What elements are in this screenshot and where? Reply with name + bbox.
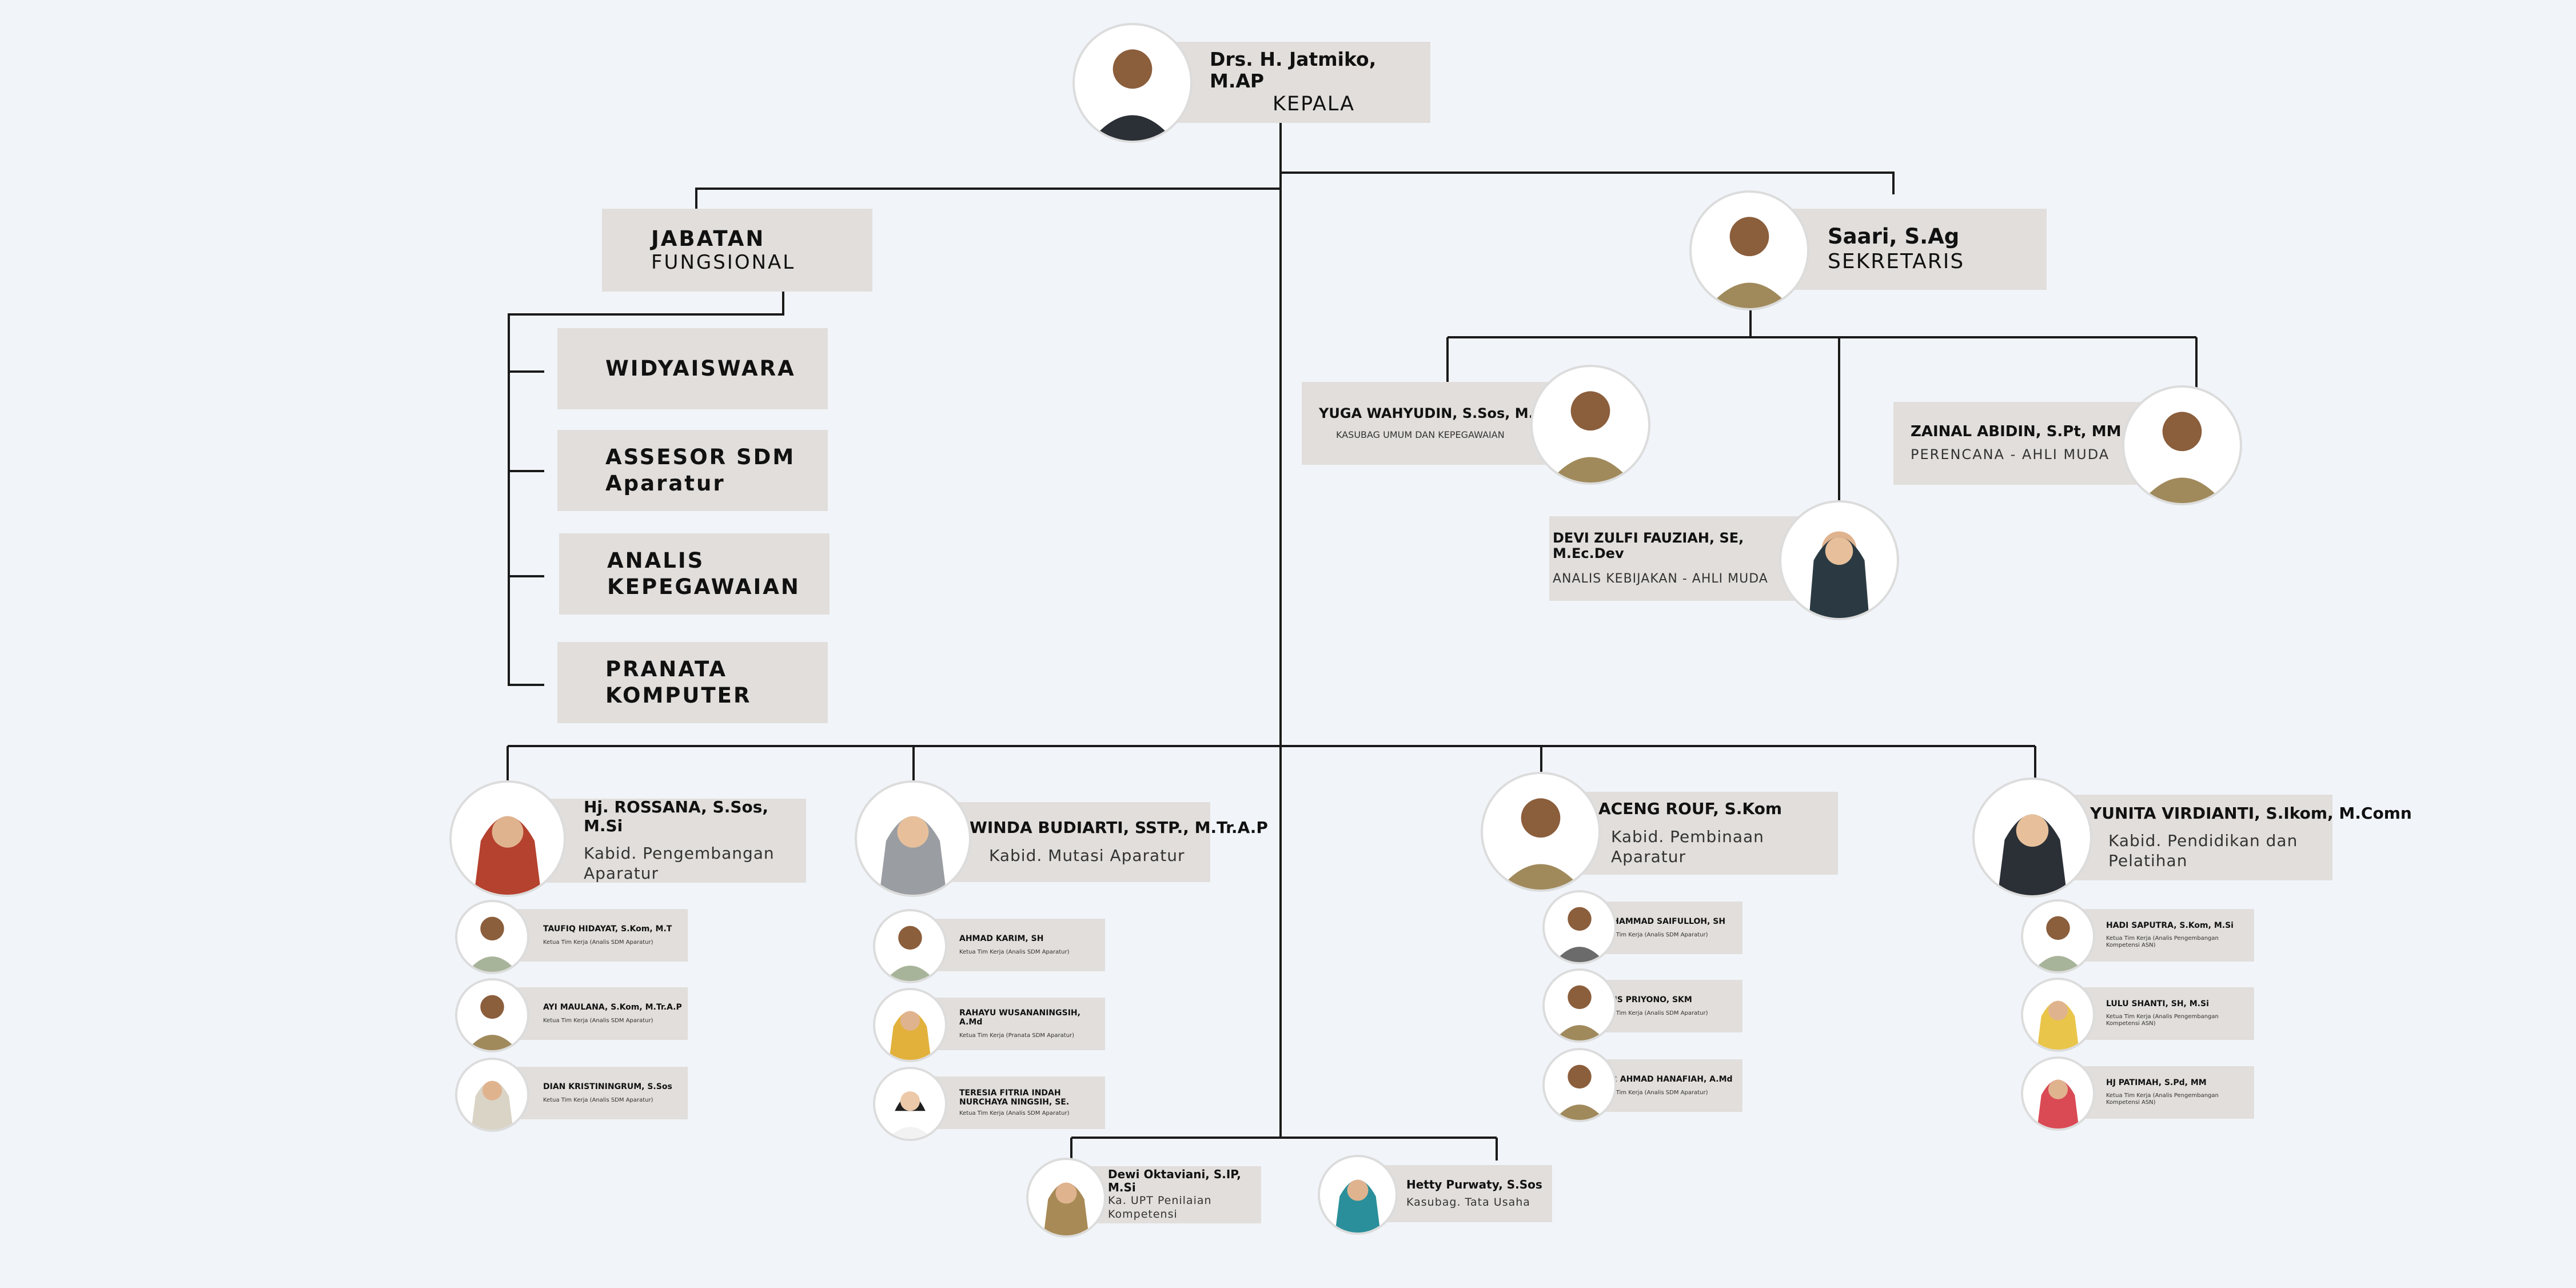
- bottom-name: Hetty Purwaty, S.Sos: [1406, 1177, 1542, 1191]
- functional-title-line1: JABATAN: [651, 226, 765, 251]
- functional-item-widyaiswara: WIDYAISWARA: [557, 328, 828, 409]
- staff-photo: [455, 900, 529, 974]
- staff-name: TAUFIQ HIDAYAT, S.Kom, M.T: [543, 924, 672, 934]
- division-head-name: ACENG ROUF, S.Kom: [1598, 799, 1783, 819]
- staff-role: Ketua Tim Kerja (Analis SDM Aparatur): [959, 1110, 1070, 1116]
- division-head-photo: [1972, 777, 2092, 898]
- staff-role: Ketua Tim Kerja (Analis SDM Aparatur): [543, 1096, 653, 1103]
- secretary-role: SEKRETARIS: [1828, 249, 1965, 273]
- staff-role: Ketua Tim Kerja (Analis SDM Aparatur): [543, 1017, 653, 1024]
- staff-photo-devi: [1779, 500, 1899, 620]
- staff-photo: [2021, 899, 2095, 974]
- staff-photo: [455, 1058, 529, 1132]
- staff-photo: [2021, 1056, 2095, 1131]
- staff-card: RAHAYU WUSANANINGSIH, A.Md Ketua Tim Ker…: [932, 998, 1105, 1050]
- staff-card: HADI SAPUTRA, S.Kom, M.Si Ketua Tim Kerj…: [2081, 909, 2254, 962]
- staff-role: Ketua Tim Kerja (Analis SDM Aparatur): [959, 948, 1070, 955]
- staff-name: AHMAD KARIM, SH: [959, 934, 1044, 943]
- bottom-photo-tu: [1318, 1155, 1398, 1235]
- staff-photo: [1542, 1048, 1617, 1122]
- staff-role: ANALIS KEBIJAKAN - AHLI MUDA: [1553, 571, 1768, 586]
- staff-name: MUHAMMAD SAIFULLOH, SH: [1598, 916, 1726, 926]
- staff-name: DEVI ZULFI FAUZIAH, SE, M.Ec.Dev: [1553, 529, 1744, 562]
- head-name: Drs. H. Jatmiko, M.AP: [1210, 48, 1377, 92]
- bottom-role: Kasubag. Tata Usaha: [1406, 1195, 1530, 1209]
- division-head-role: Kabid. Pendidikan dan Pelatihan: [2108, 831, 2298, 871]
- functional-item-line1: PRANATA: [605, 656, 727, 681]
- functional-item-line1: ASSESOR SDM: [605, 444, 796, 469]
- functional-item-assesor: ASSESOR SDM Aparatur: [557, 430, 828, 511]
- division-head-name: WINDA BUDIARTI, SSTP., M.Tr.A.P: [970, 818, 1268, 838]
- secretary-name: Saari, S.Ag: [1828, 224, 1960, 249]
- staff-name: TERESIA FITRIA INDAH NURCHAYA NINGSIH, S…: [959, 1088, 1070, 1107]
- division-card-diklat: YUNITA VIRDIANTI, S.Ikom, M.Comn Kabid. …: [2052, 795, 2412, 880]
- staff-card: TAUFIQ HIDAYAT, S.Kom, M.T Ketua Tim Ker…: [515, 909, 688, 962]
- staff-photo: [873, 1067, 947, 1141]
- staff-card: HJ PATIMAH, S.Pd, MM Ketua Tim Kerja (An…: [2081, 1066, 2254, 1119]
- division-head-name: Hj. ROSSANA, S.Sos, M.Si: [584, 797, 769, 835]
- staff-photo-yuga: [1530, 365, 1650, 485]
- staff-card-zainal: ZAINAL ABIDIN, S.Pt, MM PERENCANA - AHLI…: [1893, 402, 2145, 485]
- division-head-photo: [855, 780, 971, 897]
- bottom-role: Ka. UPT Penilaian Kompetensi: [1108, 1194, 1212, 1221]
- staff-name: ZAINAL ABIDIN, S.Pt, MM: [1911, 422, 2122, 440]
- functional-item-line1: WIDYAISWARA: [605, 356, 796, 381]
- functional-item-line2: KEPEGAWAIAN: [607, 575, 800, 599]
- functional-item-pranata: PRANATA KOMPUTER: [557, 642, 828, 723]
- staff-card-devi: DEVI ZULFI FAUZIAH, SE, M.Ec.Dev ANALIS …: [1549, 516, 1801, 601]
- functional-item-analis: ANALIS KEPEGAWAIAN: [559, 533, 830, 615]
- division-head-role: Kabid. Pengembangan Aparatur: [584, 843, 775, 883]
- functional-item-line2: KOMPUTER: [605, 683, 752, 708]
- staff-role: PERENCANA - AHLI MUDA: [1911, 446, 2110, 463]
- staff-name: AGUS PRIYONO, SKM: [1598, 995, 1692, 1004]
- staff-name: NUR AHMAD HANAFIAH, A.Md: [1598, 1074, 1733, 1084]
- staff-name: RAHAYU WUSANANINGSIH, A.Md: [959, 1008, 1080, 1027]
- staff-name: AYI MAULANA, S.Kom, M.Tr.A.P: [543, 1002, 682, 1012]
- division-head-role: Kabid. Mutasi Aparatur: [989, 846, 1185, 865]
- staff-name: YUGA WAHYUDIN, S.Sos, M.Si: [1319, 405, 1549, 421]
- functional-item-line2: Aparatur: [605, 471, 725, 496]
- staff-photo: [873, 988, 947, 1062]
- staff-photo: [455, 978, 529, 1052]
- staff-card: DIAN KRISTININGRUM, S.Sos Ketua Tim Kerj…: [515, 1067, 688, 1119]
- staff-name: HJ PATIMAH, S.Pd, MM: [2106, 1078, 2207, 1088]
- staff-card: LULU SHANTI, SH, M.Si Ketua Tim Kerja (A…: [2081, 987, 2254, 1040]
- staff-name: LULU SHANTI, SH, M.Si: [2106, 999, 2209, 1009]
- staff-card-yuga: YUGA WAHYUDIN, S.Sos, M.Si KASUBAG UMUM …: [1302, 382, 1553, 465]
- division-head-name: YUNITA VIRDIANTI, S.Ikom, M.Comn: [2090, 803, 2412, 823]
- functional-item-line1: ANALIS: [607, 548, 705, 573]
- head-photo: [1072, 23, 1193, 143]
- staff-role: Ketua Tim Kerja (Analis SDM Aparatur): [1598, 1010, 1708, 1016]
- staff-photo: [873, 909, 947, 983]
- staff-card: AHMAD KARIM, SH Ketua Tim Kerja (Analis …: [932, 919, 1105, 971]
- staff-name: DIAN KRISTININGRUM, S.Sos: [543, 1082, 672, 1091]
- staff-role: Ketua Tim Kerja (Analis Pengembangan Kom…: [2106, 1013, 2219, 1027]
- staff-photo-zainal: [2122, 385, 2242, 505]
- head-role: KEPALA: [1273, 92, 1355, 115]
- staff-photo: [2021, 978, 2095, 1052]
- staff-role: Ketua Tim Kerja (Analis SDM Aparatur): [1598, 931, 1708, 938]
- secretary-photo: [1689, 190, 1809, 310]
- staff-name: HADI SAPUTRA, S.Kom, M.Si: [2106, 921, 2234, 931]
- staff-role: Ketua Tim Kerja (Analis SDM Aparatur): [543, 939, 653, 946]
- functional-title-card: JABATAN FUNGSIONAL: [602, 209, 872, 292]
- division-head-photo: [1481, 772, 1601, 892]
- bottom-photo-upt: [1026, 1158, 1106, 1238]
- staff-card: TERESIA FITRIA INDAH NURCHAYA NINGSIH, S…: [932, 1076, 1105, 1129]
- functional-title-line2: FUNGSIONAL: [651, 251, 796, 274]
- secretary-card: Saari, S.Ag SEKRETARIS: [1787, 209, 2047, 290]
- head-card: Drs. H. Jatmiko, M.AP KEPALA: [1172, 42, 1430, 123]
- division-head-role: Kabid. Pembinaan Aparatur: [1611, 827, 1764, 866]
- staff-role: KASUBAG UMUM DAN KEPEGAWAIAN: [1336, 429, 1505, 441]
- staff-role: Ketua Tim Kerja (Analis SDM Aparatur): [1598, 1089, 1708, 1096]
- staff-role: Ketua Tim Kerja (Pranata SDM Aparatur): [959, 1032, 1075, 1039]
- staff-photo: [1542, 968, 1617, 1043]
- staff-photo: [1542, 890, 1617, 964]
- division-head-photo: [449, 780, 566, 897]
- staff-role: Ketua Tim Kerja (Analis Pengembangan Kom…: [2106, 935, 2219, 949]
- bottom-name: Dewi Oktaviani, S.IP, M.Si: [1108, 1167, 1241, 1195]
- staff-card: AYI MAULANA, S.Kom, M.Tr.A.P Ketua Tim K…: [515, 987, 688, 1040]
- staff-role: Ketua Tim Kerja (Analis Pengembangan Kom…: [2106, 1092, 2219, 1106]
